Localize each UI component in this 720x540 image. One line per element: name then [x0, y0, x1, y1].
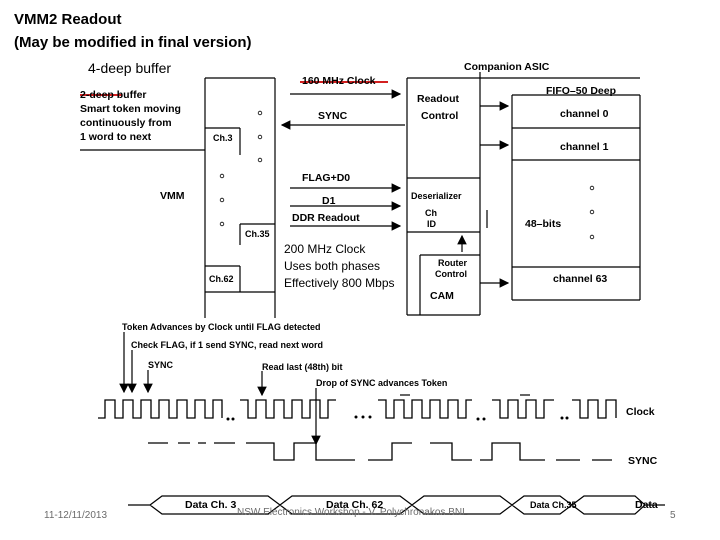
readout-control-line1: Readout: [417, 93, 459, 105]
bits48-label: 48–bits: [525, 218, 562, 230]
channel63-label: channel 63: [553, 273, 608, 285]
data-bus-waveform: [128, 495, 665, 515]
readout-control-line2: Control: [421, 110, 459, 122]
ch3-label: Ch.3: [213, 133, 233, 143]
data-ch62-label: Data Ch. 62: [326, 499, 384, 511]
d1-label: D1: [322, 195, 336, 207]
fifo-label: FIFO–50 Deep: [546, 85, 617, 97]
clock-160-label: 160 MHz Clock: [302, 75, 376, 87]
clock-200-line2: Uses both phases: [284, 259, 381, 273]
clock-200-line1: 200 MHz Clock: [284, 242, 366, 256]
fifo-dots: [589, 185, 595, 240]
ch-id-line1: Ch: [425, 208, 437, 218]
data-ch35-label: Data Ch.35: [530, 500, 577, 510]
cam-label: CAM: [430, 290, 454, 302]
vmm-dots: [219, 110, 263, 227]
companion-asic-label: Companion ASIC: [464, 61, 550, 73]
footer-date: 11-12/11/2013: [44, 510, 108, 521]
companion-asic-block: [406, 72, 641, 316]
clock-row-label: Clock: [626, 406, 655, 418]
buffer-2deep-label: 2-deep buffer: [80, 89, 147, 101]
smart-token-line2: continuously from: [80, 117, 172, 129]
router-control-line1: Router: [438, 258, 467, 268]
clock-waveform: [98, 399, 617, 419]
smart-token-line1: Smart token moving: [80, 103, 181, 115]
signal-arrows: [280, 89, 510, 288]
page-number: 5: [670, 510, 676, 521]
smart-token-line3: 1 word to next: [80, 131, 152, 143]
deserializer-label: Deserializer: [411, 191, 462, 201]
sync-signal-label: SYNC: [318, 110, 348, 122]
channel0-label: channel 0: [560, 108, 609, 120]
ch62-label: Ch.62: [209, 274, 234, 284]
token-advances-label: Token Advances by Clock until FLAG detec…: [122, 322, 321, 332]
check-flag-label: Check FLAG, if 1 send SYNC, read next wo…: [131, 340, 324, 350]
sync-waveform: [148, 442, 612, 461]
clock-200-line3: Effectively 800 Mbps: [284, 276, 395, 290]
router-control-line2: Control: [435, 269, 467, 279]
clock-200-annotation: 200 MHz Clock Uses both phases Effective…: [284, 241, 395, 292]
ch-id-line2: ID: [427, 219, 436, 229]
vmm-block: [80, 77, 276, 318]
vmm-label: VMM: [160, 190, 185, 202]
footer-center: NSW Electronics Workshop - V. Polychrona…: [237, 507, 468, 518]
slide-subtitle: (May be modified in final version): [14, 34, 252, 51]
ch35-label: Ch.35: [245, 229, 270, 239]
drop-sync-label: Drop of SYNC advances Token: [316, 378, 448, 388]
read-last-label: Read last (48th) bit: [262, 362, 343, 372]
slide-title: VMM2 Readout: [14, 11, 122, 28]
flag-d0-label: FLAG+D0: [302, 172, 351, 184]
timing-sync-label: SYNC: [148, 360, 174, 370]
data-ch3-label: Data Ch. 3: [185, 499, 237, 511]
ddr-readout-label: DDR Readout: [292, 212, 360, 224]
timing-arrows: [119, 332, 321, 446]
buffer-annotation: 4-deep buffer: [88, 60, 172, 76]
data-end-label: Data: [635, 499, 658, 511]
sync-row-label: SYNC: [628, 455, 658, 467]
channel1-label: channel 1: [560, 141, 609, 153]
clock-ellipsis: [226, 415, 569, 421]
